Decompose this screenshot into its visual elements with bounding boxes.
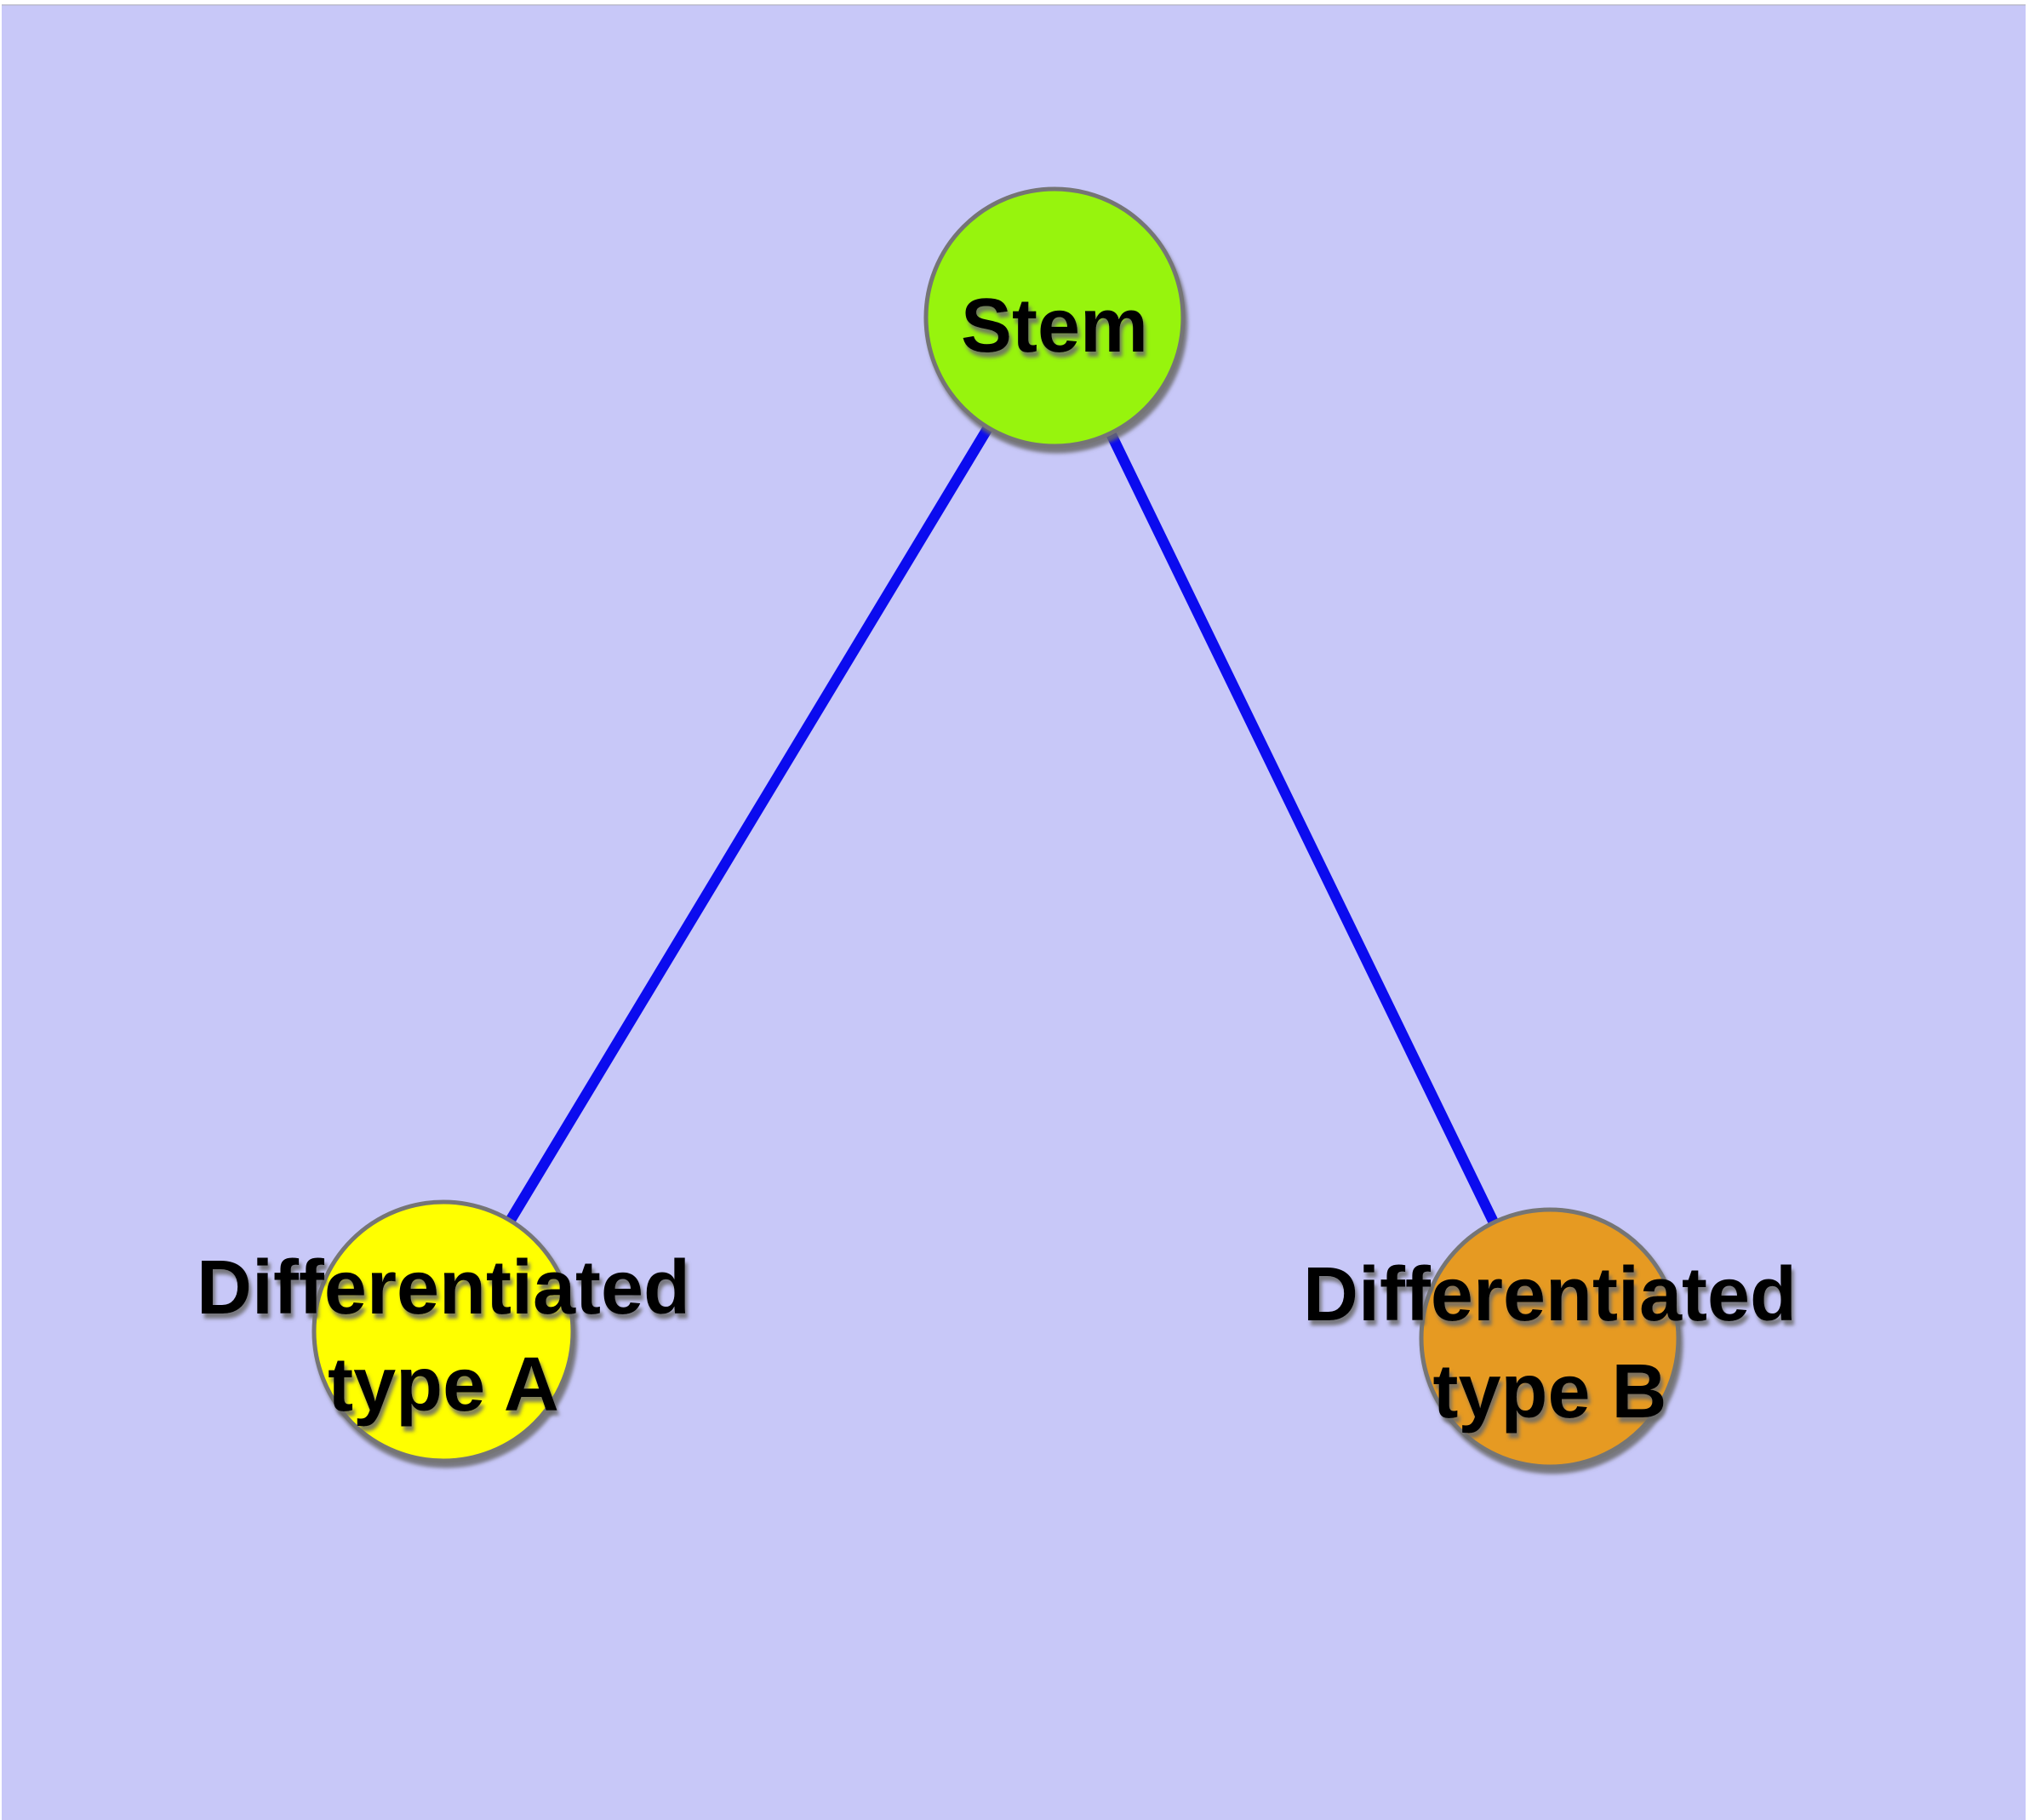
node-stem-circle <box>923 186 1186 449</box>
node-stem-label-line-1: Stem <box>961 283 1148 369</box>
node-diff-b-label-line-1: Differentiated <box>1303 1252 1797 1337</box>
node-layer <box>311 186 1681 1469</box>
node-diff-a-label: Differentiated type A <box>197 1245 690 1428</box>
node-stem-label: Stem <box>961 283 1148 369</box>
node-diff-a-label-line-2: type A <box>328 1342 559 1428</box>
node-diff-b-circle <box>1419 1207 1681 1469</box>
edge-layer <box>438 314 1555 1341</box>
node-diff-b-label: Differentiated type B <box>1303 1252 1797 1434</box>
node-diff-a-circle <box>311 1199 575 1463</box>
edge-stem-diff-b <box>1049 315 1555 1341</box>
node-diff-a-label-line-1: Differentiated <box>197 1245 690 1331</box>
top-hairline <box>2 4 2026 6</box>
node-diff-b-label-line-2: type B <box>1432 1349 1666 1434</box>
edge-stem-diff-a <box>438 314 1060 1335</box>
